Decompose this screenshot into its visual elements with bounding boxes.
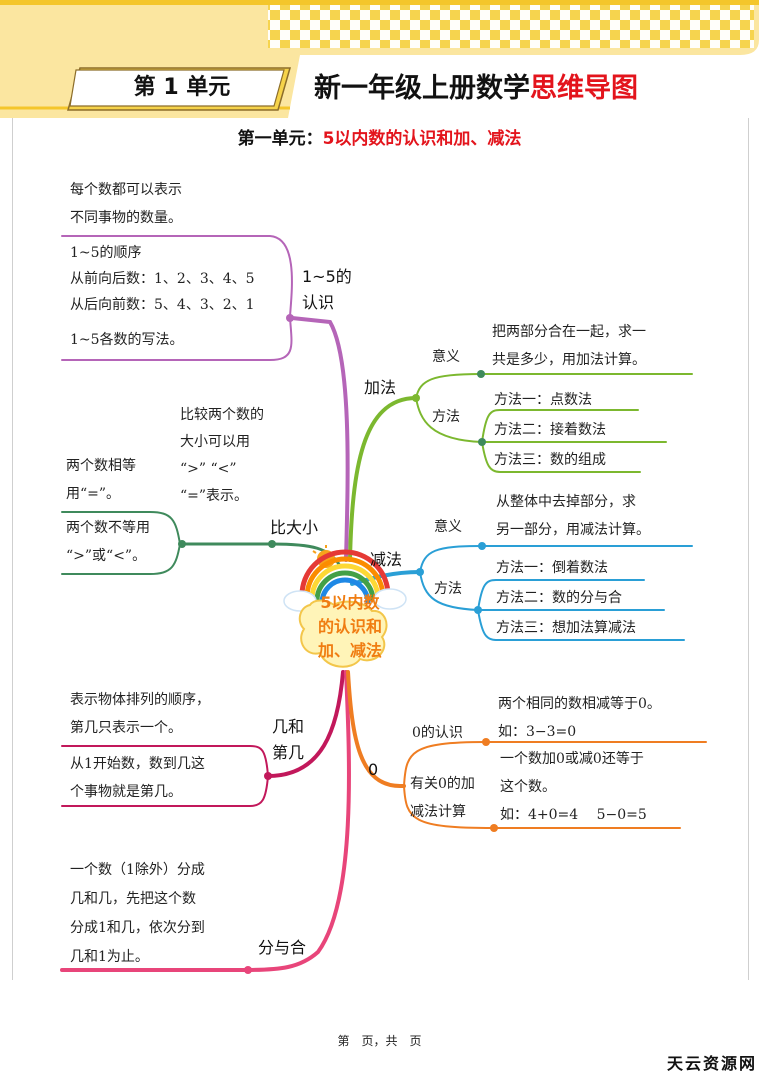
- subtitle-prefix: 第一单元：: [237, 129, 323, 149]
- note-line: 几和1为止。: [70, 949, 149, 965]
- note-order-2: 从1开始数，数到几这 个事物就是第几。: [70, 750, 205, 806]
- note-line: 大小可以用: [180, 434, 250, 450]
- note-line: 不同事物的数量。: [70, 210, 182, 226]
- title-main: 新一年级上册数学: [314, 73, 530, 104]
- zero-know-label: 0的认识: [412, 725, 463, 741]
- note-line: 如：4+0=4 5−0=5: [500, 807, 647, 823]
- branch-label-recognize-line1: 1~5的: [302, 267, 352, 286]
- zero-calc-text: 一个数加0或减0还等于 这个数。 如：4+0=4 5−0=5: [500, 745, 647, 829]
- add-method-item: 方法一：点数法: [494, 392, 592, 408]
- center-node-graphic: [283, 545, 407, 668]
- branch-line-compose: [60, 670, 351, 972]
- center-line-3: 加、减法: [317, 641, 382, 660]
- note-line: 每个数都可以表示: [70, 182, 182, 198]
- page-footer: 第 页，共 页: [337, 1034, 422, 1048]
- note-line: 比较两个数的: [180, 407, 264, 423]
- unit-tag: 第 1 单元: [133, 75, 231, 100]
- title-highlight: 思维导图: [530, 73, 638, 104]
- subtitle-highlight: 5以内数的认识和加、减法: [322, 129, 522, 149]
- add-method-item: 方法二：接着数法: [494, 422, 606, 438]
- subtract-method-item: 方法一：倒着数法: [496, 560, 608, 576]
- note-order-1: 表示物体排列的顺序， 第几只表示一个。: [70, 686, 210, 742]
- note-line: 一个数加0或减0还等于: [500, 751, 644, 767]
- center-node: 5以内数 的认识和 加、减法: [292, 591, 408, 663]
- note-line: 两个数不等用: [66, 520, 150, 536]
- note-recognize-2: 1~5的顺序 从前向后数：1、2、3、4、5 从后向前数：5、4、3、2、1: [70, 240, 255, 318]
- unit-subtitle: 第一单元：5以内数的认识和加、减法: [0, 124, 759, 149]
- zero-calc-label: 有关0的加 减法计算: [410, 770, 475, 826]
- center-line-2: 的认识和: [317, 617, 382, 636]
- branch-label-order-line1: 几和: [272, 717, 305, 736]
- note-line: 1~5的顺序: [70, 245, 142, 261]
- branch-line-order: [266, 670, 345, 778]
- branch-line-recognize: [290, 316, 350, 562]
- page-title: 新一年级上册数学思维导图: [314, 66, 638, 105]
- subtract-meaning-label: 意义: [434, 519, 462, 535]
- add-methods: 方法一：点数法 方法二：接着数法 方法三：数的组成: [494, 385, 606, 475]
- note-line: 把两部分合在一起，求一: [492, 324, 646, 340]
- branch-label-compose: 分与合: [258, 938, 307, 957]
- add-meaning-label: 意义: [432, 349, 460, 365]
- note-line: 这个数。: [500, 779, 556, 795]
- branch-line-add: [348, 396, 418, 562]
- note-line: 表示物体排列的顺序，: [70, 692, 210, 708]
- note-line: “>” “<”: [180, 461, 237, 477]
- zero-know-text: 两个相同的数相减等于0。 如：3−3=0: [498, 690, 661, 746]
- note-compare-3: 两个数不等用 “>”或“<”。: [66, 514, 150, 570]
- page-frame: [12, 118, 749, 980]
- subtract-meaning-text: 从整体中去掉部分，求 另一部分，用减法计算。: [496, 488, 650, 544]
- subtract-methods: 方法一：倒着数法 方法二：数的分与合 方法三：想加法算减法: [496, 553, 636, 643]
- zero-calc-label-line1: 有关0的加: [410, 776, 475, 792]
- note-line: 两个相同的数相减等于0。: [498, 696, 661, 712]
- zero-calc-label-line2: 减法计算: [410, 804, 466, 820]
- subtract-method-item: 方法二：数的分与合: [496, 590, 622, 606]
- branch-label-compare: 比大小: [270, 518, 319, 537]
- note-line: 从整体中去掉部分，求: [496, 494, 636, 510]
- branch-label-recognize-line2: 认识: [302, 293, 335, 312]
- note-line: 从前向后数：1、2、3、4、5: [70, 271, 255, 287]
- subtract-method-item: 方法三：想加法算减法: [496, 620, 636, 636]
- note-line: 几和几，先把这个数: [70, 891, 196, 907]
- add-method-item: 方法三：数的组成: [494, 452, 606, 468]
- branch-label-subtract: 减法: [370, 550, 403, 569]
- note-line: 第几只表示一个。: [70, 720, 182, 736]
- note-line: 1~5各数的写法。: [70, 332, 184, 348]
- note-line: 从后向前数：5、4、3、2、1: [70, 297, 255, 313]
- branch-label-order: 几和 第几: [272, 714, 304, 766]
- branch-line-zero: [346, 670, 406, 788]
- note-line: 两个数相等: [66, 458, 136, 474]
- add-meaning-text: 把两部分合在一起，求一 共是多少，用加法计算。: [492, 318, 646, 374]
- branch-label-recognize: 1~5的 认识: [302, 264, 352, 316]
- note-line: 如：3−3=0: [498, 724, 577, 740]
- note-recognize-3: 1~5各数的写法。: [70, 326, 184, 354]
- note-compose-1: 一个数（1除外）分成 几和几，先把这个数 分成1和几，依次分到 几和1为止。: [70, 856, 205, 972]
- note-line: 分成1和几，依次分到: [70, 920, 205, 936]
- note-line: 从1开始数，数到几这: [70, 756, 205, 772]
- note-recognize-1: 每个数都可以表示 不同事物的数量。: [70, 176, 182, 232]
- center-line-1: 5以内数: [320, 593, 380, 612]
- watermark: 天云资源网: [666, 1054, 757, 1073]
- note-line: 另一部分，用减法计算。: [496, 522, 650, 538]
- note-compare-1: 比较两个数的 大小可以用 “>” “<” “=”表示。: [180, 402, 264, 510]
- header-banner: [0, 0, 759, 118]
- note-line: 一个数（1除外）分成: [70, 862, 205, 878]
- note-line: “>”或“<”。: [66, 548, 147, 564]
- add-method-label: 方法: [432, 409, 460, 425]
- note-line: 用“=”。: [66, 486, 121, 502]
- note-line: “=”表示。: [180, 488, 249, 504]
- note-line: 共是多少，用加法计算。: [492, 352, 646, 368]
- note-line: 个事物就是第几。: [70, 784, 182, 800]
- branch-label-zero: 0: [368, 760, 379, 779]
- branch-label-add: 加法: [364, 378, 397, 397]
- subtract-method-label: 方法: [434, 581, 462, 597]
- branch-label-order-line2: 第几: [272, 743, 305, 762]
- note-compare-2: 两个数相等 用“=”。: [66, 452, 136, 508]
